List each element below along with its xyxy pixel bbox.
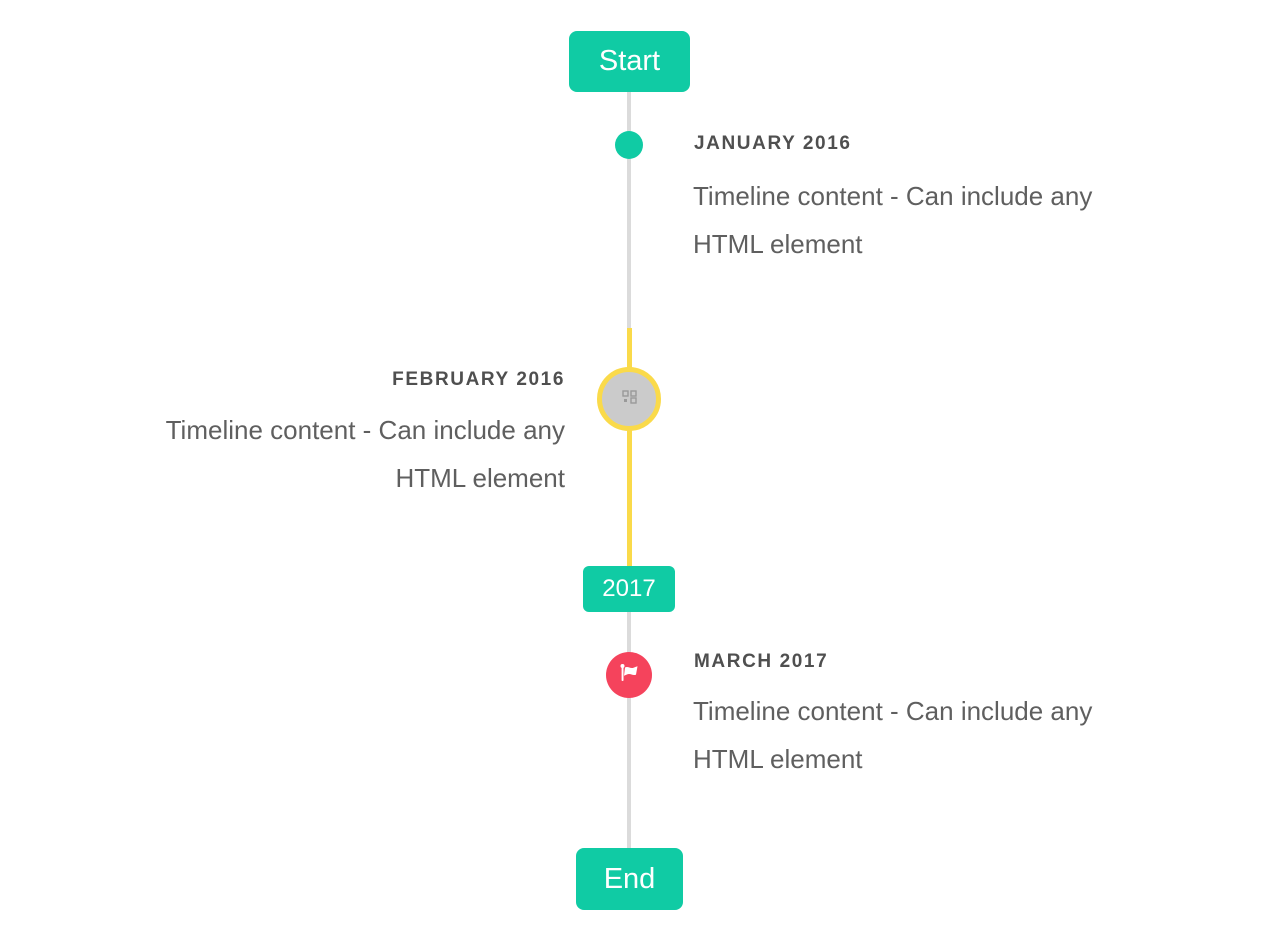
year-badge: 2017 — [583, 566, 675, 612]
event-date: JANUARY 2016 — [694, 133, 852, 154]
event-content: Timeline content - Can include any HTML … — [35, 406, 565, 502]
event-date: FEBRUARY 2016 — [392, 369, 565, 390]
event-image-marker — [597, 367, 661, 431]
event-content-line: Timeline content - Can include any — [693, 696, 1093, 726]
timeline-line-segment-top — [627, 92, 631, 330]
event-content: Timeline content - Can include any HTML … — [693, 172, 1233, 268]
event-dot-marker — [615, 131, 643, 159]
broken-image-icon — [621, 389, 637, 409]
event-content-line: Timeline content - Can include any — [693, 181, 1093, 211]
event-content-line: HTML element — [395, 463, 565, 493]
timeline-line-segment-highlight — [627, 328, 632, 568]
end-badge: End — [576, 848, 683, 910]
event-date: MARCH 2017 — [694, 651, 829, 672]
flag-icon — [618, 662, 640, 689]
event-content-line: HTML element — [693, 229, 863, 259]
event-content-line: HTML element — [693, 744, 863, 774]
event-content-line: Timeline content - Can include any — [165, 415, 565, 445]
event-content: Timeline content - Can include any HTML … — [693, 687, 1233, 783]
event-flag-marker — [606, 652, 652, 698]
start-badge: Start — [569, 31, 690, 92]
timeline-line-segment-bottom — [627, 611, 631, 849]
